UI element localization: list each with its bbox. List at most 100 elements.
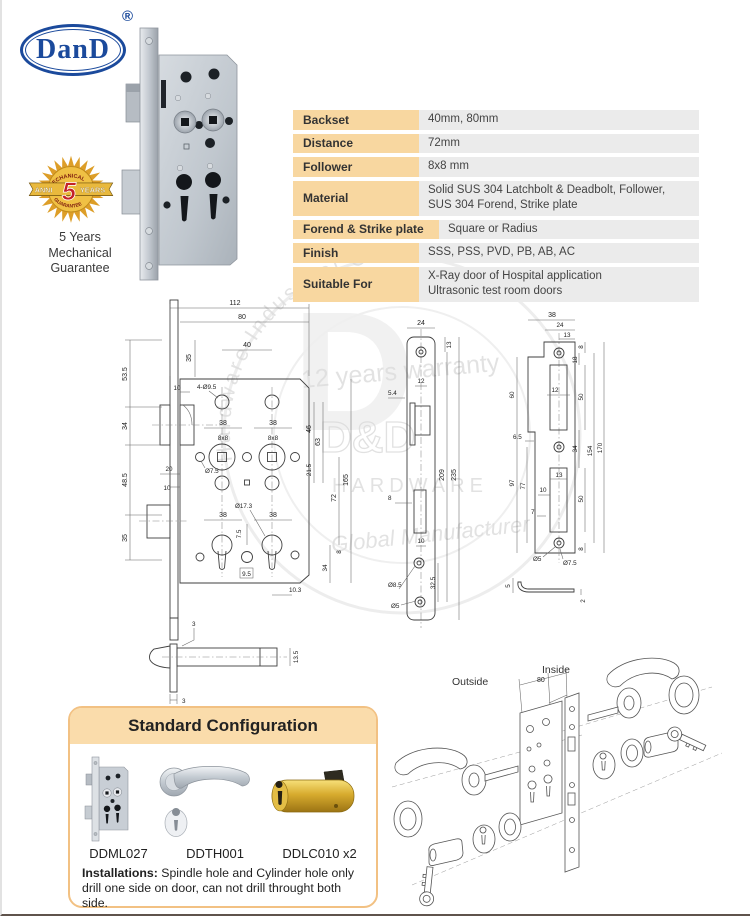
registered-mark: ® <box>122 8 134 25</box>
strike-b-profile: 5 2 <box>505 578 587 603</box>
spec-label: Follower <box>293 157 419 177</box>
body-outline <box>139 299 310 619</box>
svg-text:20: 20 <box>165 466 173 473</box>
guarantee-line2: Mechanical <box>48 245 112 260</box>
svg-text:8: 8 <box>578 345 585 349</box>
spec-label: Material <box>293 180 419 216</box>
svg-text:72: 72 <box>331 494 338 502</box>
svg-text:24: 24 <box>417 320 425 327</box>
svg-text:38: 38 <box>269 420 277 427</box>
spec-value: 8x8 mm <box>419 157 699 177</box>
svg-text:235: 235 <box>451 469 458 481</box>
logo-inner-ring <box>25 29 121 71</box>
spec-value-text: X-Ray door of Hospital application <box>428 269 602 282</box>
svg-text:Ø5: Ø5 <box>391 603 400 610</box>
spindle-hubs <box>173 108 225 134</box>
strike-b-outline <box>527 333 576 563</box>
badge-ribbon <box>28 182 114 196</box>
standard-configuration-panel: Standard Configuration <box>68 706 378 911</box>
spec-value-text: Solid SUS 304 Latchbolt & Deadbolt, Foll… <box>428 183 666 196</box>
guarantee-caption: 5 Years Mechanical Guarantee <box>20 230 140 277</box>
svg-text:50: 50 <box>578 393 585 401</box>
svg-text:3: 3 <box>182 698 186 705</box>
installation-text: Spindle hole and Cylinder hole only dril… <box>82 866 355 910</box>
lock-case-plate <box>158 54 238 266</box>
latch-slot <box>161 80 166 108</box>
svg-text:50: 50 <box>578 495 585 503</box>
table-row: Distance 72mm <box>293 133 699 154</box>
svg-text:154: 154 <box>587 445 594 456</box>
svg-text:10: 10 <box>163 485 171 492</box>
table-row: Suitable For X-Ray door of Hospital appl… <box>293 266 699 302</box>
badge-number: 5 <box>62 178 77 206</box>
svg-text:8: 8 <box>578 547 585 551</box>
lock-photo-group <box>121 27 238 281</box>
svg-text:97: 97 <box>509 479 516 487</box>
spec-value: SSS, PSS, PVD, PB, AB, AC <box>419 243 699 263</box>
svg-text:38: 38 <box>219 420 227 427</box>
inside-handle <box>587 657 680 722</box>
guarantee-badge: MECHANICAL GUARANTEE ANNI YEARS 5 <box>28 155 114 223</box>
spec-value-text: 8x8 mm <box>428 160 469 173</box>
svg-text:112: 112 <box>229 300 240 307</box>
svg-text:34: 34 <box>322 564 329 572</box>
svg-text:38: 38 <box>548 312 556 319</box>
inside-escutcheons <box>592 738 644 780</box>
spec-value-text2: SUS 304 Forend, Strike plate <box>428 199 578 212</box>
svg-text:35: 35 <box>122 534 129 542</box>
svg-text:Ø17.3: Ø17.3 <box>235 503 253 510</box>
svg-text:18: 18 <box>572 356 579 364</box>
svg-text:80: 80 <box>238 314 246 321</box>
config-codes: DDML027 DDTH001 DDLC010 x2 <box>70 846 376 861</box>
product-photo <box>121 27 238 281</box>
svg-text:38: 38 <box>219 512 227 519</box>
svg-text:6.5: 6.5 <box>513 434 522 441</box>
svg-text:Ø5: Ø5 <box>533 556 542 563</box>
spec-label: Backset <box>293 110 419 130</box>
code-cylinder: DDLC010 x2 <box>282 846 357 861</box>
svg-text:13.5: 13.5 <box>293 650 300 663</box>
installation-note: Installations: Spindle hole and Cylinder… <box>82 866 366 911</box>
svg-text:8: 8 <box>336 550 343 554</box>
config-title: Standard Configuration <box>128 716 318 735</box>
guarantee-line1: 5 Years <box>59 230 101 244</box>
installation-label: Installations: <box>82 866 158 880</box>
strike-plate-b-drawing: B 38 24 13 8 18 60 12 50 6 <box>505 282 605 603</box>
svg-text:10: 10 <box>539 487 547 494</box>
outside-handle <box>394 747 519 796</box>
svg-text:12: 12 <box>551 387 559 394</box>
config-header: Standard Configuration <box>70 708 376 744</box>
inside-label: Inside <box>542 664 570 676</box>
spec-label: Distance <box>293 133 419 154</box>
svg-text:5: 5 <box>505 584 512 588</box>
spec-value-text2: Ultrasonic test room doors <box>428 285 563 298</box>
svg-text:53.5: 53.5 <box>122 367 129 381</box>
spec-label: Finish <box>293 243 419 263</box>
spec-value: Solid SUS 304 Latchbolt & Deadbolt, Foll… <box>419 180 699 216</box>
spec-value: 72mm <box>419 133 699 154</box>
case-holes <box>163 68 233 209</box>
outside-rose-ring <box>393 800 423 838</box>
svg-text:46: 46 <box>306 425 313 433</box>
svg-text:8: 8 <box>388 495 392 502</box>
svg-text:38: 38 <box>269 512 277 519</box>
svg-text:63: 63 <box>315 438 322 446</box>
strike-b-dimensions: 38 24 13 8 18 60 12 50 6.5 34 154 170 97 <box>509 312 605 567</box>
spec-value-text: 72mm <box>428 136 460 149</box>
strike-a-dimensions: 24 13 12 5.4 8 209 235 10 32.5 Ø8.5 Ø5 <box>388 320 460 620</box>
config-item-handle-image <box>159 766 250 837</box>
svg-text:80: 80 <box>537 677 545 684</box>
svg-text:13: 13 <box>563 332 571 339</box>
table-row: Follower 8x8 mm <box>293 157 699 177</box>
svg-text:24: 24 <box>556 322 564 329</box>
badge-left-word: ANNI <box>35 185 53 194</box>
spec-value-text: SSS, PSS, PVD, PB, AB, AC <box>428 246 576 259</box>
faceplate-screws <box>145 37 153 270</box>
svg-text:48.5: 48.5 <box>122 473 129 487</box>
lock-body-drawing: 112 80 40 35 53.5 34 48.5 35 10 4-Ø9.5 2… <box>122 299 352 619</box>
svg-text:2: 2 <box>580 599 587 603</box>
exploded-lock-case <box>519 700 563 826</box>
body-dimensions: 112 80 40 35 53.5 34 48.5 35 10 4-Ø9.5 2… <box>122 300 352 596</box>
svg-text:7: 7 <box>531 509 535 516</box>
spec-label: Forend & Strike plate <box>293 219 439 240</box>
